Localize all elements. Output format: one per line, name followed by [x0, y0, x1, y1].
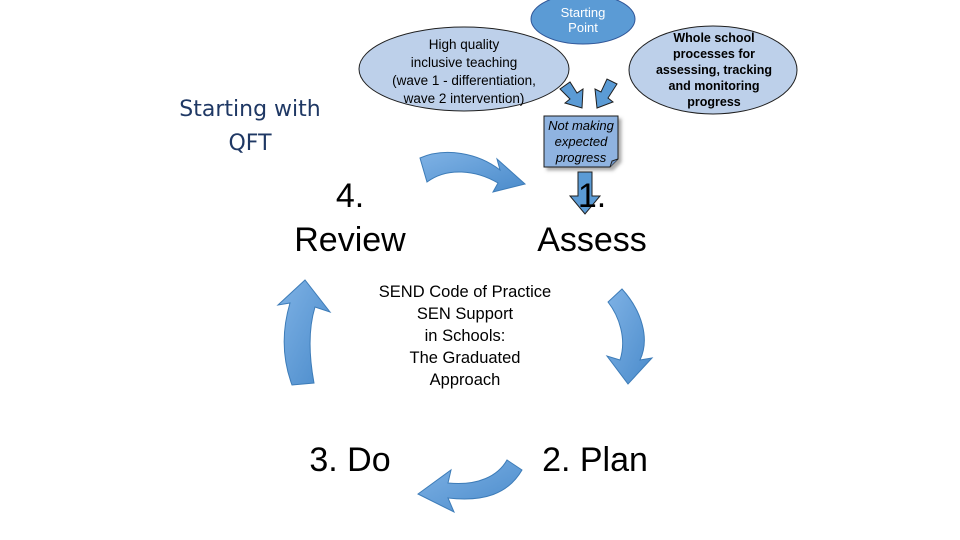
- arrow-down-right-icon: [559, 81, 584, 109]
- cycle-arrow-bottom: [417, 459, 523, 514]
- arrow-down-left-icon: [594, 78, 618, 109]
- stage-do: 3. Do: [309, 441, 391, 479]
- left-label-starting-with-qft: Starting with QFT: [179, 97, 321, 156]
- note-box-text: Not making expected progress: [548, 118, 614, 165]
- bubble-quality-teaching: [358, 26, 570, 112]
- bubble-starting-point: [530, 0, 636, 45]
- center-text-graduated-approach: SEND Code of Practice SEN Support in Sch…: [378, 283, 552, 389]
- cycle-arrow-right: [605, 288, 654, 385]
- stage-review: 4. Review: [294, 177, 406, 259]
- stage-plan: 2. Plan: [542, 441, 648, 479]
- bubble-quality-teaching-text: High quality inclusive teaching (wave 1 …: [392, 37, 536, 106]
- note-box-fold: [609, 158, 619, 168]
- stage-assess: 1. Assess: [537, 177, 647, 259]
- bubble-whole-school-text: Whole school processes for assessing, tr…: [655, 31, 773, 109]
- arrow-down-icon: [568, 171, 602, 215]
- bubble-whole-school: [628, 25, 798, 115]
- cycle-arrow-left: [276, 279, 332, 386]
- cycle-arrow-top: [419, 152, 527, 193]
- bubble-starting-point-text: Starting Point: [560, 5, 606, 35]
